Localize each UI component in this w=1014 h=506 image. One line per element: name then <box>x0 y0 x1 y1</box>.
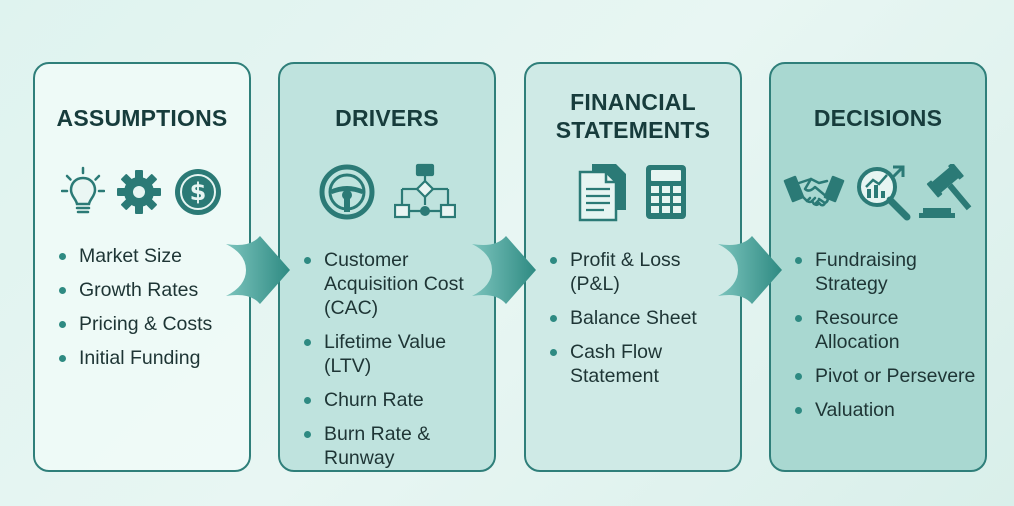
list-item: Pricing & Costs <box>55 312 243 336</box>
list-item: Initial Funding <box>55 346 243 370</box>
list-item: Fundraising Strategy <box>791 248 979 296</box>
flowchart-icon <box>394 163 456 221</box>
financial-statements-list: Profit & Loss (P&L) Balance Sheet Cash F… <box>546 248 734 398</box>
gavel-icon <box>919 164 973 220</box>
list-item: Lifetime Value (LTV) <box>300 330 488 378</box>
handshake-icon <box>783 169 845 215</box>
list-item: Cash Flow Statement <box>546 340 734 388</box>
decisions-list: Fundraising Strategy Resource Allocation… <box>791 248 979 432</box>
svg-text:$: $ <box>190 178 207 206</box>
list-item: Growth Rates <box>55 278 243 302</box>
list-item: Balance Sheet <box>546 306 734 330</box>
list-item: Valuation <box>791 398 979 422</box>
assumptions-icons: $ <box>35 162 249 222</box>
drivers-card: DRIVERS <box>278 62 496 472</box>
financial-statements-title: FINANCIAL STATEMENTS <box>526 88 740 144</box>
title-line: FINANCIAL <box>570 89 696 115</box>
drivers-title: DRIVERS <box>335 105 439 131</box>
gear-icon <box>115 168 163 216</box>
flow-arrow-3 <box>718 236 782 304</box>
decisions-title: DECISIONS <box>813 105 943 131</box>
chart-magnifier-icon <box>853 163 911 221</box>
financial-statements-card: FINANCIAL STATEMENTS <box>524 62 742 472</box>
flow-arrow-2 <box>472 236 536 304</box>
list-item: Resource Allocation <box>791 306 979 354</box>
decisions-card: DECISIONS <box>769 62 987 472</box>
documents-icon <box>578 162 628 222</box>
dollar-coin-icon: $ <box>173 167 223 217</box>
assumptions-title: ASSUMPTIONS <box>56 105 228 131</box>
decisions-icons <box>771 162 985 222</box>
assumptions-card: ASSUMPTIONS <box>33 62 251 472</box>
drivers-icons <box>280 162 494 222</box>
title-line: STATEMENTS <box>555 117 711 143</box>
list-item: Pivot or Persevere <box>791 364 979 388</box>
list-item: Churn Rate <box>300 388 488 412</box>
steering-wheel-icon <box>318 163 376 221</box>
drivers-list: Customer Acquisition Cost (CAC) Lifetime… <box>300 248 488 480</box>
list-item: Profit & Loss (P&L) <box>546 248 734 296</box>
lightbulb-icon <box>61 166 105 218</box>
list-item: Market Size <box>55 244 243 268</box>
financial-statements-icons <box>526 162 740 222</box>
assumptions-list: Market Size Growth Rates Pricing & Costs… <box>55 244 243 380</box>
list-item: Burn Rate & Runway <box>300 422 488 470</box>
flow-arrow-1 <box>226 236 290 304</box>
calculator-icon <box>644 163 688 221</box>
list-item: Customer Acquisition Cost (CAC) <box>300 248 488 320</box>
